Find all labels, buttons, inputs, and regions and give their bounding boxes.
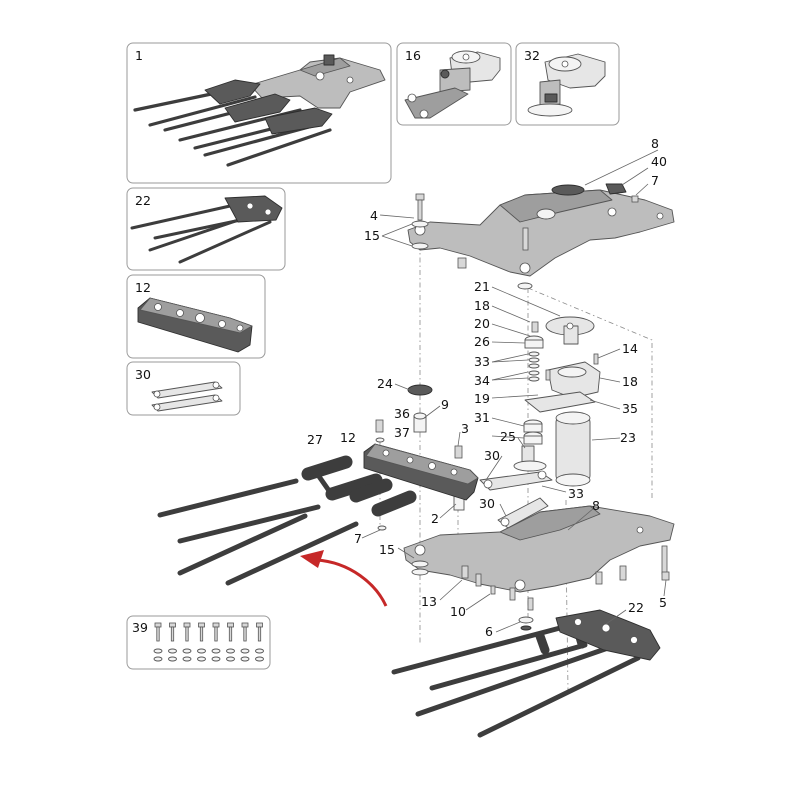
screw-washer-array: [153, 622, 264, 662]
callout-27: 27: [307, 432, 323, 447]
top-frame: [407, 184, 675, 277]
callout-25: 25: [500, 429, 516, 444]
assembly-direction-arrow: [300, 550, 388, 607]
inset-12-mount-plate: 12: [126, 274, 266, 359]
washer: [182, 648, 192, 654]
callout-6: 6: [485, 624, 493, 639]
screw-head: [256, 622, 263, 628]
bottom-skid: [391, 609, 661, 738]
callout-23: 23: [620, 430, 636, 445]
inset-30-linkage-plates: 30: [126, 361, 241, 416]
callout-30-b: 30: [479, 496, 495, 511]
frame-illustration: [204, 54, 386, 135]
callout-22: 22: [628, 600, 644, 615]
washer: [226, 648, 235, 654]
washer: [226, 656, 235, 662]
callout-35: 35: [622, 401, 638, 416]
inset-39-screw-set: 39: [126, 615, 271, 670]
washer: [153, 648, 163, 654]
callout-26: 26: [474, 334, 490, 349]
washer: [182, 656, 192, 662]
callout-37: 37: [394, 425, 410, 440]
screw-head: [198, 622, 205, 628]
screw-head: [183, 622, 191, 628]
callout-31: 31: [474, 410, 490, 425]
washer: [240, 648, 250, 654]
screw-shank: [257, 626, 262, 642]
callout-12: 12: [340, 430, 356, 445]
callout-13: 13: [421, 594, 437, 609]
screw-shank: [243, 626, 247, 642]
inset-22-skid: 22: [126, 187, 286, 271]
callout-18-a: 18: [474, 298, 490, 313]
inset-12-number: 12: [135, 280, 151, 295]
callout-numbers: 8 40 7 4 15 21 18 20 26 33 34 14 18 19 3…: [307, 136, 667, 639]
callout-14: 14: [622, 341, 638, 356]
callout-36: 36: [394, 406, 410, 421]
screw-shank: [214, 626, 218, 642]
inset-39-number: 39: [132, 620, 148, 635]
washer: [168, 648, 177, 654]
washer: [197, 648, 206, 654]
screw-shank: [228, 626, 233, 642]
callout-19: 19: [474, 391, 490, 406]
bottom-frame: [403, 505, 675, 631]
washer: [255, 648, 264, 654]
screw-shank: [199, 626, 204, 642]
callout-34: 34: [474, 373, 490, 388]
washer: [197, 656, 206, 662]
screw-shank: [156, 626, 160, 642]
callout-24: 24: [377, 376, 393, 391]
screw-head: [169, 622, 176, 628]
callout-4: 4: [370, 208, 378, 223]
callout-18-b: 18: [622, 374, 638, 389]
inset-16-number: 16: [405, 48, 421, 63]
inset-30-number: 30: [135, 367, 151, 382]
top-fasteners: [411, 183, 639, 290]
callout-20: 20: [474, 316, 490, 331]
callout-7-bottom: 7: [354, 531, 362, 546]
inset-22-number: 22: [135, 193, 151, 208]
washer: [211, 648, 221, 654]
inset-32-number: 32: [524, 48, 540, 63]
servo-stack: [513, 316, 601, 487]
washer: [211, 656, 221, 662]
skid-mount-plate: [363, 443, 479, 501]
callout-8-top: 8: [651, 136, 659, 151]
inset-1-number: 1: [135, 48, 143, 63]
leader-lines: [361, 149, 667, 633]
screw-head: [227, 622, 234, 628]
screw-shank: [170, 626, 175, 642]
washer: [153, 656, 163, 662]
callout-33-a: 33: [474, 354, 490, 369]
callout-21: 21: [474, 279, 490, 294]
screw-shank: [185, 626, 189, 642]
washer: [240, 656, 250, 662]
callout-2: 2: [431, 511, 439, 526]
inset-32-servo-horn: 32: [515, 42, 620, 126]
left-skid: [157, 455, 417, 586]
screw-head: [212, 622, 220, 628]
callout-33-b: 33: [568, 486, 584, 501]
callout-30-a: 30: [484, 448, 500, 463]
callout-40: 40: [651, 154, 667, 169]
screw-head: [154, 622, 162, 628]
callout-9: 9: [441, 397, 449, 412]
callout-5: 5: [659, 595, 667, 610]
callout-15-top: 15: [364, 228, 380, 243]
callout-15-bottom: 15: [379, 542, 395, 557]
inset-1-upper-frame: 1: [126, 42, 392, 184]
inset-16-servo-arm: 16: [396, 42, 512, 126]
callout-3: 3: [461, 421, 469, 436]
callout-7-top: 7: [651, 173, 659, 188]
callout-8-bottom: 8: [592, 498, 600, 513]
callout-10: 10: [450, 604, 466, 619]
screw-head: [241, 622, 249, 628]
washer: [168, 656, 177, 662]
springs: [528, 351, 540, 382]
washer: [255, 656, 264, 662]
